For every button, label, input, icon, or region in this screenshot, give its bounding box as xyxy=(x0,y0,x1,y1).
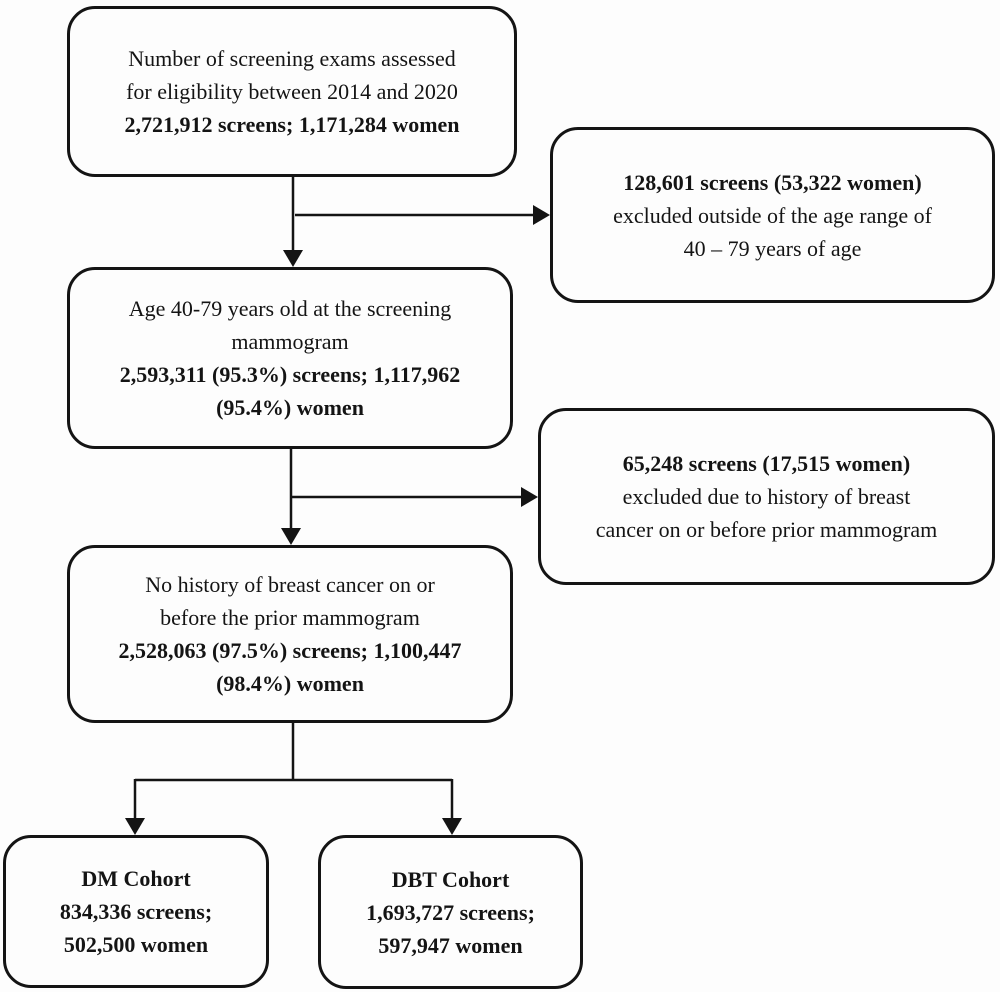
box-no-history-stats-1: 2,528,063 (97.5%) screens; 1,100,447 xyxy=(118,638,462,663)
box-age-text-2: mammogram xyxy=(231,329,349,354)
box-dm-title: DM Cohort xyxy=(81,866,191,891)
box-age-stats-1: 2,593,311 (95.3%) screens; 1,117,962 xyxy=(119,362,461,387)
box-excluded-age-stats: 128,601 screens (53,322 women) xyxy=(623,169,922,195)
box-excluded-history-stats: 65,248 screens (17,515 women) xyxy=(622,451,911,476)
box-excluded-history-text-2: cancer on or before prior mammogram xyxy=(595,517,938,542)
arrowhead-right-1 xyxy=(533,205,550,225)
box-age-40-79: Age 40-79 years old at the screening mam… xyxy=(67,267,513,449)
box-eligibility-text-2: for eligibility between 2014 and 2020 xyxy=(126,79,458,104)
box-no-history-text-1: No history of breast cancer on or xyxy=(145,572,435,597)
box-eligibility-text-1: Number of screening exams assessed xyxy=(128,46,456,71)
box-age-stats-2: (95.4%) women xyxy=(216,395,364,420)
box-excluded-history-text-1: excluded due to history of breast xyxy=(622,484,911,509)
arrowhead-down-3 xyxy=(125,818,145,835)
box-dm-cohort: DM Cohort 834,336 screens; 502,500 women xyxy=(3,835,269,988)
box-excluded-age: 128,601 screens (53,322 women) excluded … xyxy=(550,127,995,303)
box-no-history-text-2: before the prior mammogram xyxy=(160,605,420,630)
box-no-history: No history of breast cancer on or before… xyxy=(67,545,513,723)
box-dbt-title: DBT Cohort xyxy=(391,866,510,892)
arrowhead-down-1 xyxy=(283,250,303,267)
box-eligibility-stats: 2,721,912 screens; 1,171,284 women xyxy=(124,112,460,137)
box-age-text-1: Age 40-79 years old at the screening xyxy=(128,296,452,321)
box-dbt-cohort: DBT Cohort 1,693,727 screens; 597,947 wo… xyxy=(318,835,583,989)
box-dm-women: 502,500 women xyxy=(63,932,209,957)
arrowhead-down-4 xyxy=(442,818,462,835)
arrowhead-right-2 xyxy=(521,487,538,507)
arrowhead-down-2 xyxy=(281,528,301,545)
box-excluded-history: 65,248 screens (17,515 women) excluded d… xyxy=(538,408,995,585)
box-eligibility: Number of screening exams assessed for e… xyxy=(67,6,517,177)
box-no-history-stats-2: (98.4%) women xyxy=(216,671,364,696)
box-dbt-screens: 1,693,727 screens; xyxy=(366,899,535,925)
box-excluded-age-text-1: excluded outside of the age range of xyxy=(613,202,932,228)
box-dbt-women: 597,947 women xyxy=(378,932,523,958)
box-excluded-age-text-2: 40 – 79 years of age xyxy=(683,235,862,261)
box-dm-screens: 834,336 screens; xyxy=(59,899,213,924)
